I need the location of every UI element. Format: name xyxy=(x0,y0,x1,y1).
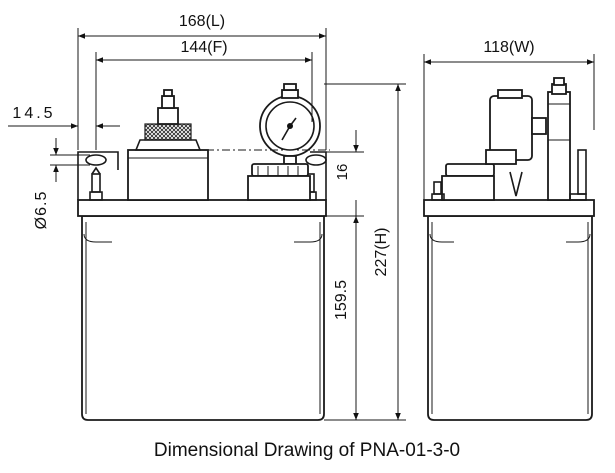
dim-edge-offset: 14.5 xyxy=(12,105,55,122)
dim-fixing-pitch: 144(F) xyxy=(180,39,227,56)
side-valve xyxy=(547,77,571,201)
front-filter-cap xyxy=(247,163,311,201)
drawing-caption: Dimensional Drawing of PNA-01-3-0 xyxy=(154,440,460,461)
front-mount-hole-right xyxy=(305,154,327,166)
dim-hole-diameter: Ø6.5 xyxy=(33,191,50,230)
side-view xyxy=(423,77,595,421)
dim-height: 227(H) xyxy=(373,228,390,277)
side-base-plate xyxy=(423,199,595,217)
side-tank xyxy=(427,215,593,421)
front-base-plate xyxy=(77,199,327,217)
dim-flange-height: 16 xyxy=(334,164,351,181)
front-tank xyxy=(81,215,325,421)
front-mount-hole-left xyxy=(85,154,107,166)
front-knurled-knob xyxy=(144,123,192,141)
dim-length: 168(L) xyxy=(179,13,225,30)
dim-reservoir-height: 159.5 xyxy=(333,280,350,320)
dim-width: 118(W) xyxy=(483,39,534,56)
front-view xyxy=(77,83,327,421)
dimension-lines xyxy=(8,28,595,421)
front-bolt-left xyxy=(89,166,103,201)
